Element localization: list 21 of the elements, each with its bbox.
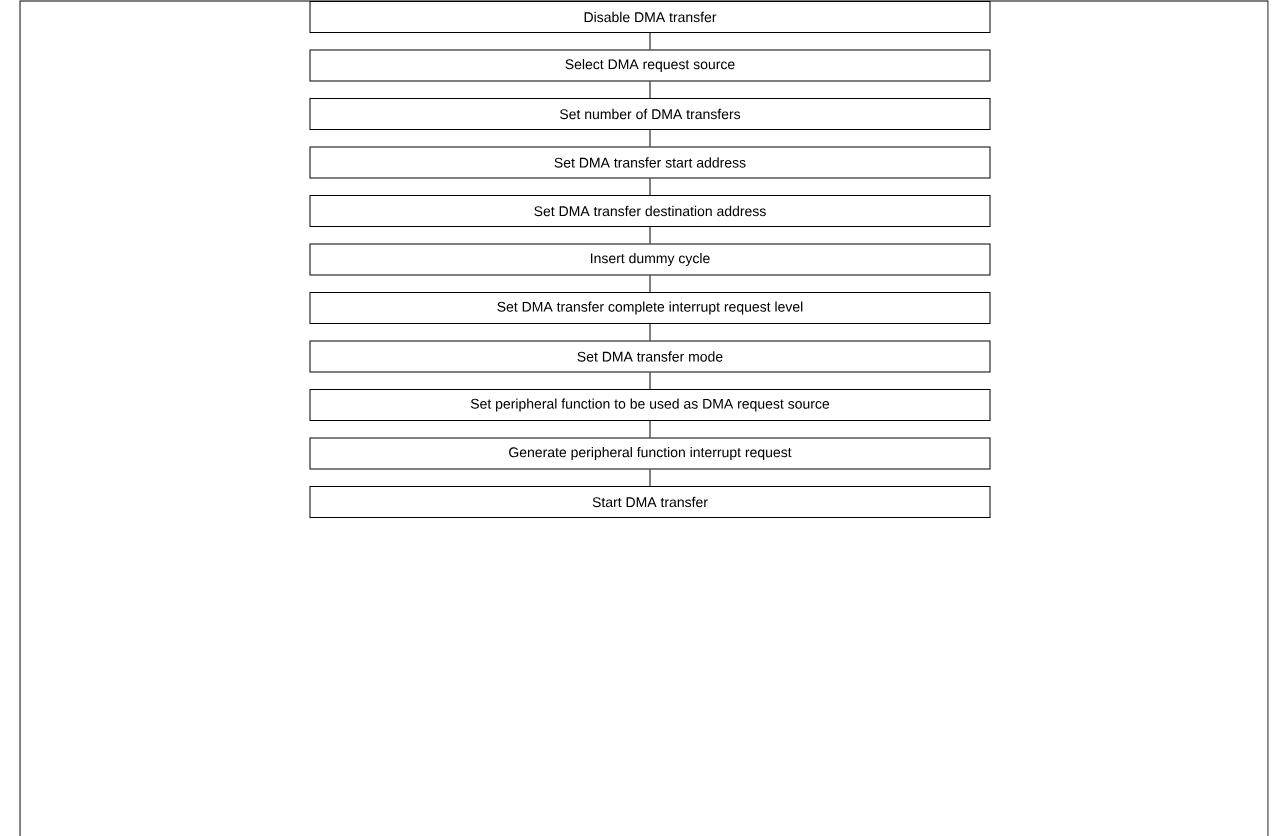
connector-line [649,81,651,99]
connector-line [649,275,651,293]
process-box: Select DMA request source [309,49,991,82]
connector-line [649,372,651,390]
process-box: Insert dummy cycle [309,243,991,276]
connector-line [649,469,651,487]
connector-line [649,323,651,341]
process-box: Start DMA transfer [309,486,991,518]
process-box: Set DMA transfer mode [309,340,991,373]
process-box: Set number of DMA transfers [309,98,991,130]
process-box: Set peripheral function to be used as DMA request source [309,389,991,421]
connector-line [649,226,651,244]
process-box: Set DMA transfer destination address [309,195,991,227]
connector-line [649,178,651,196]
connector-line [649,129,651,147]
process-box: Set DMA transfer start address [309,146,991,179]
connector-line [649,32,651,50]
process-box: Generate peripheral function interrupt request [309,437,991,470]
connector-line [649,420,651,438]
process-box: Set DMA transfer complete interrupt request level [309,292,991,324]
process-box: Disable DMA transfer [309,1,991,33]
